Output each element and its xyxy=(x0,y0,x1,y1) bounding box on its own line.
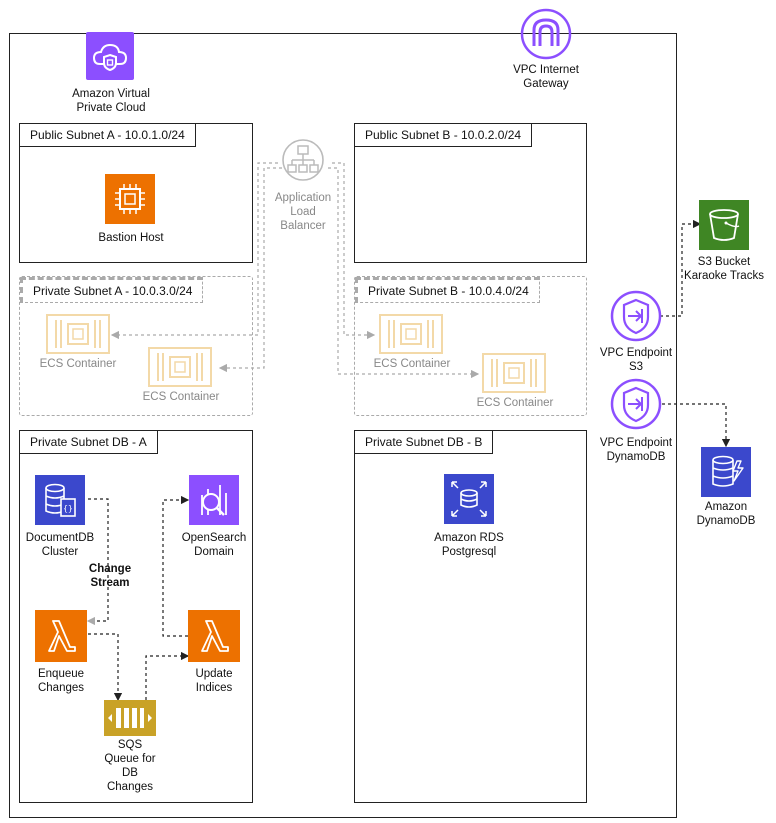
rds-icon xyxy=(444,474,494,524)
enqueue-label: Enqueue Changes xyxy=(38,667,84,695)
update-label-line1: Update xyxy=(195,668,233,680)
enqueue-to-sqs-arrow xyxy=(88,633,123,702)
db-subnet-a-title: Private Subnet DB - A xyxy=(20,431,158,454)
alb-to-ecs-b1-arrow xyxy=(332,162,376,340)
vpc-boundary xyxy=(9,33,677,818)
internet-gateway-icon xyxy=(520,8,572,60)
alb-label-line1: Application xyxy=(274,192,332,204)
ecs-a2-label: ECS Container xyxy=(142,391,220,403)
sqs-label-line1: SQS xyxy=(117,739,143,751)
public-subnet-b-title: Public Subnet B - 10.0.2.0/24 xyxy=(355,124,533,147)
vpce-ddb-label-line1: VPC Endpoint xyxy=(599,437,673,449)
opensearch-label-line1: OpenSearch xyxy=(181,532,247,544)
vpc-cloud-icon xyxy=(86,32,134,80)
sqs-label: SQS Queue for DB Changes xyxy=(104,738,155,794)
db-subnet-b: Private Subnet DB - B xyxy=(354,430,587,803)
ecs-container-b1-icon xyxy=(379,314,443,354)
opensearch-label: OpenSearch Domain xyxy=(182,531,247,559)
alb-label-line3: Balancer xyxy=(280,220,326,232)
vpce-s3-label-line1: VPC Endpoint xyxy=(599,347,673,359)
vpce-s3-label-line2: S3 xyxy=(628,361,644,373)
s3-bucket-icon xyxy=(699,200,749,250)
dynamodb-icon xyxy=(701,447,751,497)
vpce-ddb-to-dynamodb-arrow xyxy=(662,403,731,448)
docdb-to-enqueue-arrow xyxy=(86,498,109,626)
change-stream-label: Change Stream xyxy=(89,562,131,590)
docdb-label-line2: Cluster xyxy=(41,546,79,558)
rds-label-line2: Postgresql xyxy=(441,546,497,558)
vpce-s3-to-s3-arrow xyxy=(660,219,702,317)
igw-label: VPC Internet Gateway xyxy=(513,63,579,91)
rds-label-line1: Amazon RDS xyxy=(434,532,504,544)
vpce-ddb-label: VPC Endpoint DynamoDB xyxy=(600,436,672,464)
public-subnet-a: Public Subnet A - 10.0.1.0/24 xyxy=(19,123,253,263)
private-subnet-a-title: Private Subnet A - 10.0.3.0/24 xyxy=(20,277,204,303)
svg-text:{}: {} xyxy=(63,504,73,513)
bastion-ec2-icon xyxy=(105,174,155,224)
ecs-a1-label: ECS Container xyxy=(39,358,117,370)
sqs-to-update-arrow xyxy=(145,651,190,700)
update-label-line2: Indices xyxy=(195,682,233,694)
private-subnet-a: Private Subnet A - 10.0.3.0/24 xyxy=(19,276,253,416)
enqueue-label-line2: Changes xyxy=(37,682,85,694)
update-label: Update Indices xyxy=(195,667,232,695)
vpc-label: Amazon Virtual Private Cloud xyxy=(72,87,150,115)
sqs-queue-icon xyxy=(104,700,156,736)
vpce-ddb-label-line2: DynamoDB xyxy=(606,451,666,463)
docdb-label-line1: DocumentDB xyxy=(25,532,95,544)
vpc-endpoint-s3-icon xyxy=(610,290,662,342)
dynamodb-label-line1: Amazon xyxy=(704,501,748,513)
opensearch-label-line2: Domain xyxy=(194,546,234,558)
private-subnet-b: Private Subnet B - 10.0.4.0/24 xyxy=(354,276,587,416)
alb-to-ecs-a2-arrow xyxy=(218,167,282,373)
docdb-label: DocumentDB Cluster xyxy=(26,531,94,559)
lambda-update-icon xyxy=(188,610,240,662)
vpc-endpoint-dynamodb-icon xyxy=(610,378,662,430)
change-stream-line1: Change xyxy=(88,563,132,575)
vpc-label-line1: Amazon Virtual xyxy=(72,88,150,100)
ecs-container-a2-icon xyxy=(148,347,212,387)
s3-label-line1: S3 Bucket xyxy=(697,256,751,268)
lambda-enqueue-icon xyxy=(35,610,87,662)
vpc-label-line2: Private Cloud xyxy=(76,102,146,114)
igw-label-line2: Gateway xyxy=(523,78,569,90)
s3-label: S3 Bucket Karaoke Tracks xyxy=(684,255,764,283)
igw-label-line1: VPC Internet xyxy=(513,64,579,76)
dynamodb-label: Amazon DynamoDB xyxy=(697,500,756,528)
db-subnet-b-title: Private Subnet DB - B xyxy=(355,431,494,454)
opensearch-icon xyxy=(189,475,239,525)
enqueue-label-line1: Enqueue xyxy=(37,668,85,680)
public-subnet-b: Public Subnet B - 10.0.2.0/24 xyxy=(354,123,587,263)
vpce-s3-label: VPC Endpoint S3 xyxy=(600,346,672,374)
public-subnet-a-title: Public Subnet A - 10.0.1.0/24 xyxy=(20,124,196,147)
dynamodb-label-line2: DynamoDB xyxy=(696,515,756,527)
sqs-label-line4: Changes xyxy=(106,781,154,793)
documentdb-icon: {} xyxy=(35,475,85,525)
ecs-container-a1-icon xyxy=(46,314,110,354)
alb-label-line2: Load xyxy=(290,206,316,218)
ecs-b1-label: ECS Container xyxy=(373,358,451,370)
change-stream-line2: Stream xyxy=(90,577,130,589)
bastion-label: Bastion Host xyxy=(98,232,164,244)
ecs-container-b2-icon xyxy=(482,353,546,393)
update-to-opensearch-arrow xyxy=(162,495,190,637)
alb-label: Application Load Balancer xyxy=(275,191,331,233)
alb-to-ecs-a1-arrow xyxy=(110,162,278,340)
db-subnet-a: Private Subnet DB - A xyxy=(19,430,253,803)
private-subnet-b-title: Private Subnet B - 10.0.4.0/24 xyxy=(355,277,540,303)
sqs-label-line3: DB xyxy=(122,767,138,779)
load-balancer-icon xyxy=(282,139,324,181)
s3-label-line2: Karaoke Tracks xyxy=(684,270,764,282)
sqs-label-line2: Queue for xyxy=(104,753,156,765)
ecs-b2-label: ECS Container xyxy=(476,397,554,409)
rds-label: Amazon RDS Postgresql xyxy=(434,531,504,559)
